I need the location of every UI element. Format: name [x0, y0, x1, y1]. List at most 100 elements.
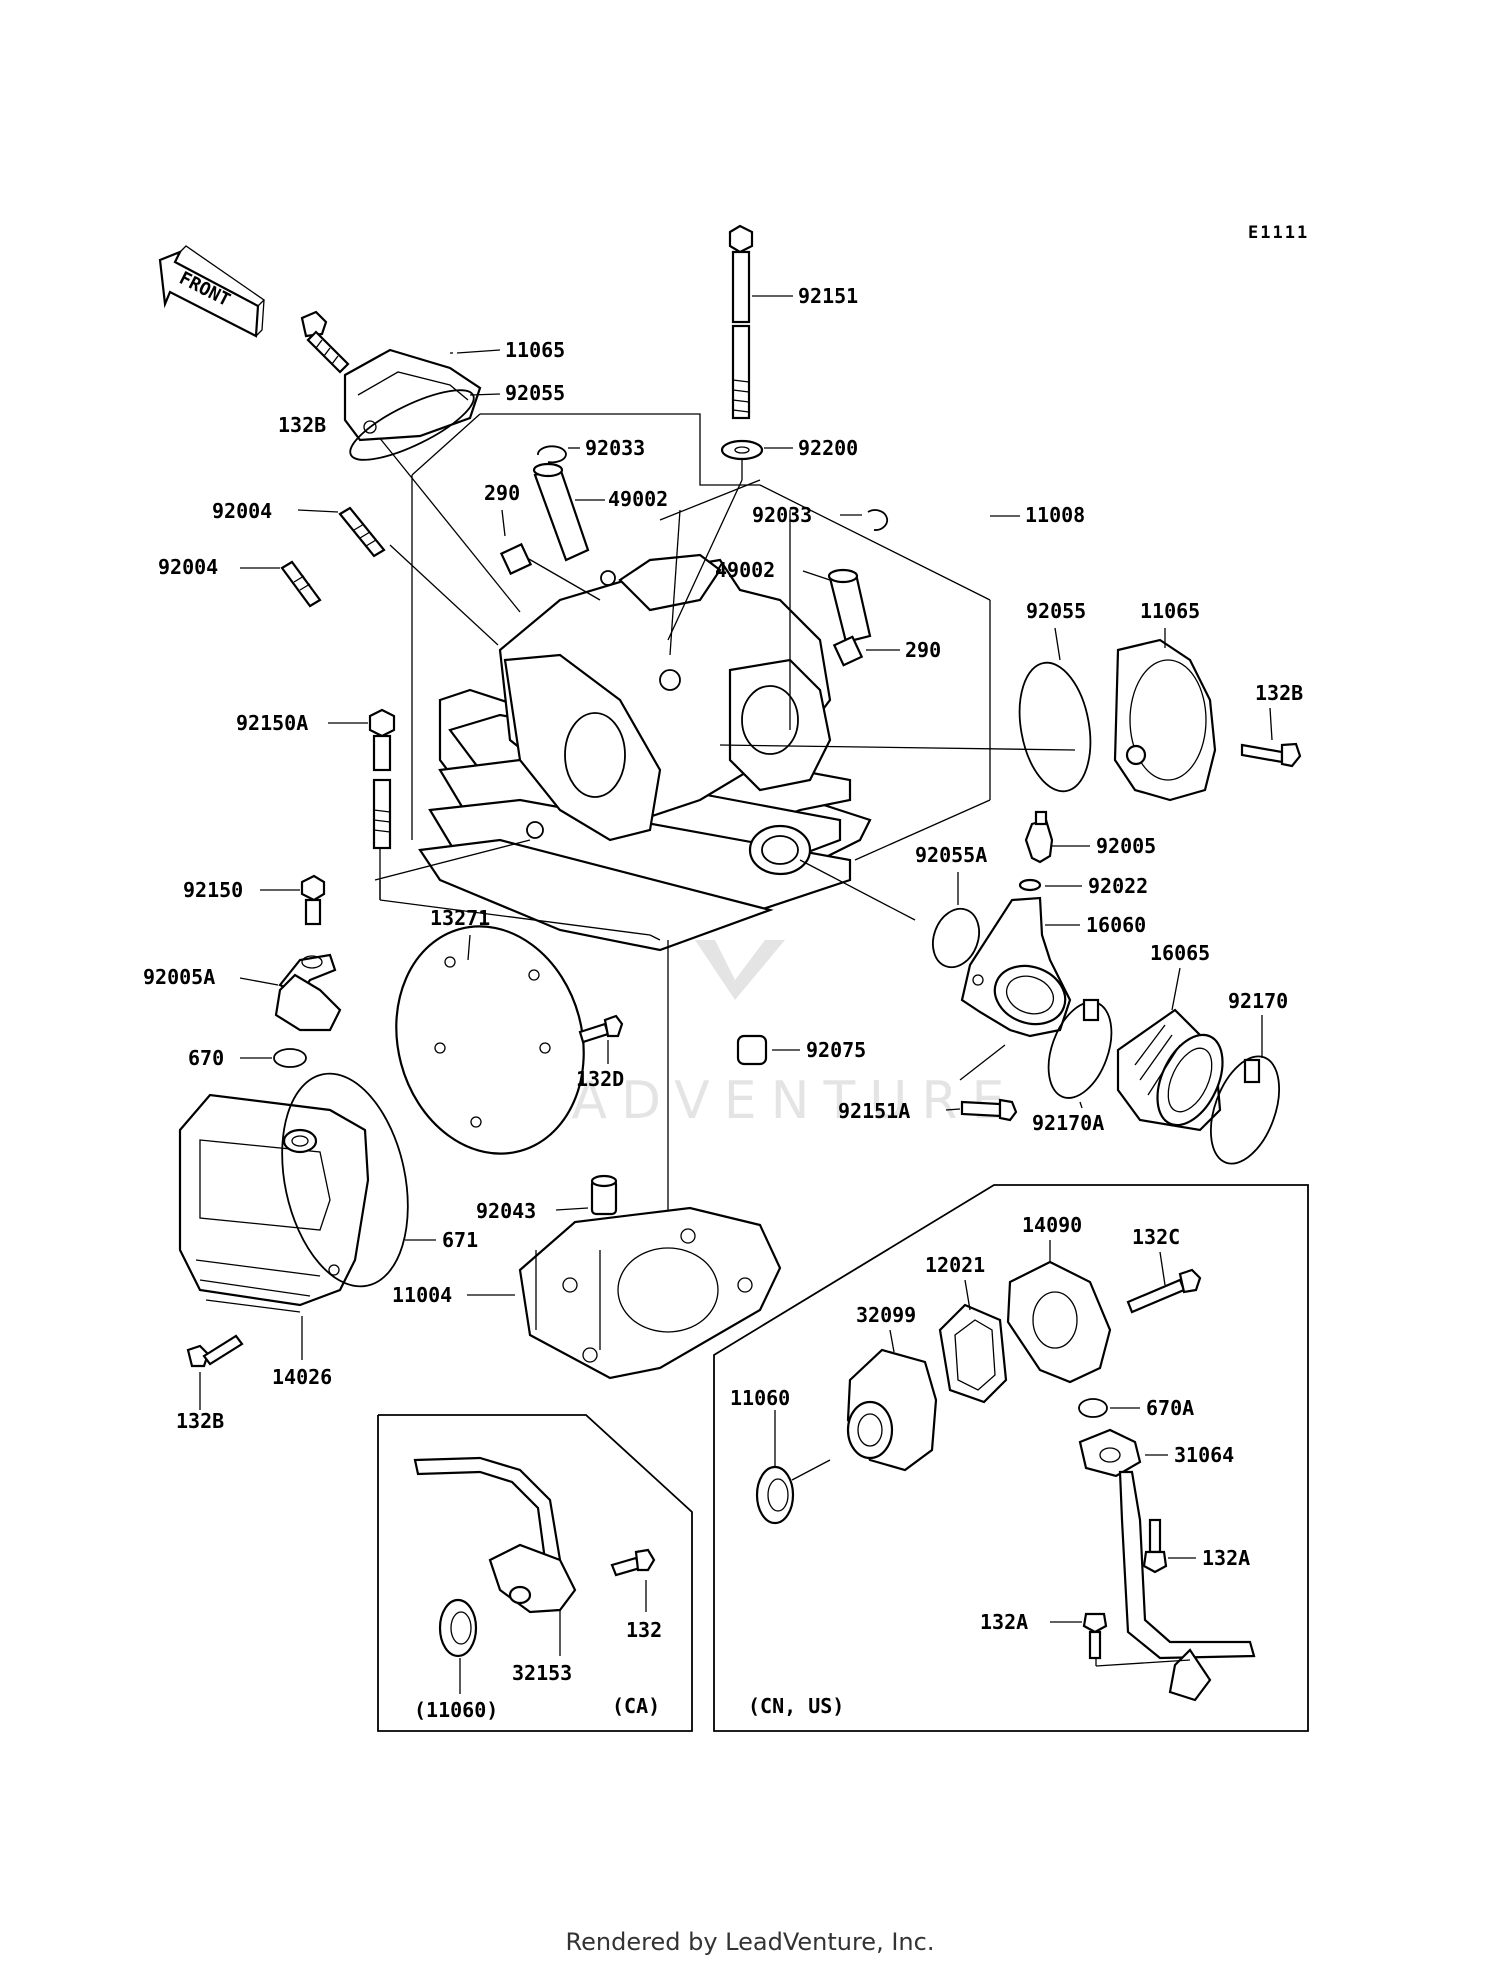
- cover-11065-right: [1113, 628, 1217, 802]
- label-11004: 11004: [392, 1283, 452, 1307]
- clamp-92170a: [1047, 998, 1113, 1109]
- label-132a-right: 132A: [1202, 1546, 1250, 1570]
- clip-92033-upper: [537, 445, 567, 464]
- holder-16060: [960, 896, 1080, 1038]
- o-ring-92055-right: [1018, 661, 1092, 793]
- bolt-92150: [260, 874, 326, 926]
- label-92004-upper: 92004: [212, 499, 272, 523]
- label-11065-upper: 11065: [505, 338, 565, 362]
- reed-12021: [938, 1279, 1008, 1404]
- o-ring-92055a: [932, 907, 980, 969]
- bolt-132b-upper: [300, 310, 350, 374]
- label-92075: 92075: [806, 1038, 866, 1062]
- label-92033-right: 92033: [752, 503, 812, 527]
- holder-14090: [1006, 1240, 1112, 1384]
- pipe-32153: [413, 1456, 577, 1656]
- dowel-290-right: [832, 635, 900, 667]
- ca-group-box: [377, 1414, 693, 1732]
- assembly-reference-lines: [344, 394, 1076, 1300]
- label-11060-ca: (11060): [414, 1698, 498, 1722]
- label-132b-lower: 132B: [176, 1409, 224, 1433]
- label-92004-lower: 92004: [158, 555, 218, 579]
- label-290-upper: 290: [484, 481, 520, 505]
- front-arrow-icon: FRONT: [158, 245, 266, 338]
- clip-92033-right: [867, 509, 888, 531]
- stud-92004-upper: [297, 506, 386, 558]
- label-16060: 16060: [1086, 913, 1146, 937]
- footer-credit: Rendered by LeadVenture, Inc.: [565, 1928, 935, 1956]
- label-92151a: 92151A: [838, 1099, 910, 1123]
- cylinder-head: [418, 553, 872, 952]
- o-ring-671: [281, 1072, 409, 1288]
- label-132b-upper: 132B: [278, 413, 326, 437]
- guide-49002-upper: [532, 462, 605, 562]
- fitting-92005: [1024, 810, 1090, 864]
- o-ring-670: [273, 1048, 307, 1068]
- label-290-right: 290: [905, 638, 941, 662]
- label-671: 671: [442, 1228, 478, 1252]
- gasket-11004: [467, 1206, 782, 1380]
- label-92055-upper: 92055: [505, 381, 565, 405]
- label-11060: 11060: [730, 1386, 790, 1410]
- label-132a-lower: 132A: [980, 1610, 1028, 1634]
- bolt-132a-right: [1142, 1518, 1196, 1574]
- plug-92075: [736, 1034, 800, 1066]
- label-132: 132: [626, 1618, 662, 1642]
- label-92150: 92150: [183, 878, 243, 902]
- bolt-132c: [1126, 1251, 1202, 1314]
- bolt-92150a: [328, 708, 396, 900]
- bolt-132b-lower: [186, 1334, 244, 1410]
- label-92150a: 92150A: [236, 711, 308, 735]
- label-31064: 31064: [1174, 1443, 1234, 1467]
- dowel-92043: [555, 1174, 618, 1216]
- label-92005: 92005: [1096, 834, 1156, 858]
- label-11008: 11008: [1025, 503, 1085, 527]
- bolt-92151: [728, 224, 793, 420]
- label-14026: 14026: [272, 1365, 332, 1389]
- stud-92004-lower: [240, 560, 322, 608]
- o-ring-670a: [1078, 1398, 1108, 1418]
- guide-49002-right: [802, 568, 872, 644]
- dowel-290-upper: [499, 509, 533, 576]
- plate-13271: [395, 925, 585, 1155]
- washer-92022: [1018, 878, 1042, 892]
- label-92043: 92043: [476, 1199, 536, 1223]
- bolt-132b-right: [1240, 707, 1302, 768]
- joint-16065: [1116, 967, 1224, 1132]
- bolt-132-ca: [610, 1548, 656, 1612]
- label-670: 670: [188, 1046, 224, 1070]
- label-92151: 92151: [798, 284, 858, 308]
- label-32099: 32099: [856, 1303, 916, 1327]
- label-92170: 92170: [1228, 989, 1288, 1013]
- diagram-reference: E1111: [1248, 223, 1309, 243]
- label-49002-right: 49002: [715, 558, 775, 582]
- bolt-92151a: [945, 1044, 1018, 1122]
- label-16065: 16065: [1150, 941, 1210, 965]
- cover-11065-upper: [343, 348, 501, 442]
- label-92033-upper: 92033: [585, 436, 645, 460]
- seal-11060-ca: [438, 1598, 478, 1694]
- cover-14026: [178, 1093, 370, 1360]
- seal-11060: [755, 1410, 831, 1525]
- label-132b-right: 132B: [1255, 681, 1303, 705]
- label-92005a: 92005A: [143, 965, 215, 989]
- body-32099: [846, 1329, 938, 1472]
- label-11065-right: 11065: [1140, 599, 1200, 623]
- clamp-92170: [1210, 1015, 1280, 1165]
- pipe-31064: [1078, 1428, 1256, 1702]
- cn-us-group-box: [713, 1184, 1309, 1732]
- label-92055-right: 92055: [1026, 599, 1086, 623]
- label-13271: 13271: [430, 906, 490, 930]
- label-92170a: 92170A: [1032, 1111, 1104, 1135]
- label-32153: 32153: [512, 1661, 572, 1685]
- label-49002-upper: 49002: [608, 487, 668, 511]
- bolt-132a-lower: [1050, 1612, 1108, 1660]
- label-92022: 92022: [1088, 874, 1148, 898]
- label-cn-us: (CN, US): [748, 1694, 844, 1718]
- elbow-92005a: [239, 953, 342, 1032]
- label-670a: 670A: [1146, 1396, 1194, 1420]
- label-14090: 14090: [1022, 1213, 1082, 1237]
- label-132c: 132C: [1132, 1225, 1180, 1249]
- washer-92200: [720, 439, 764, 461]
